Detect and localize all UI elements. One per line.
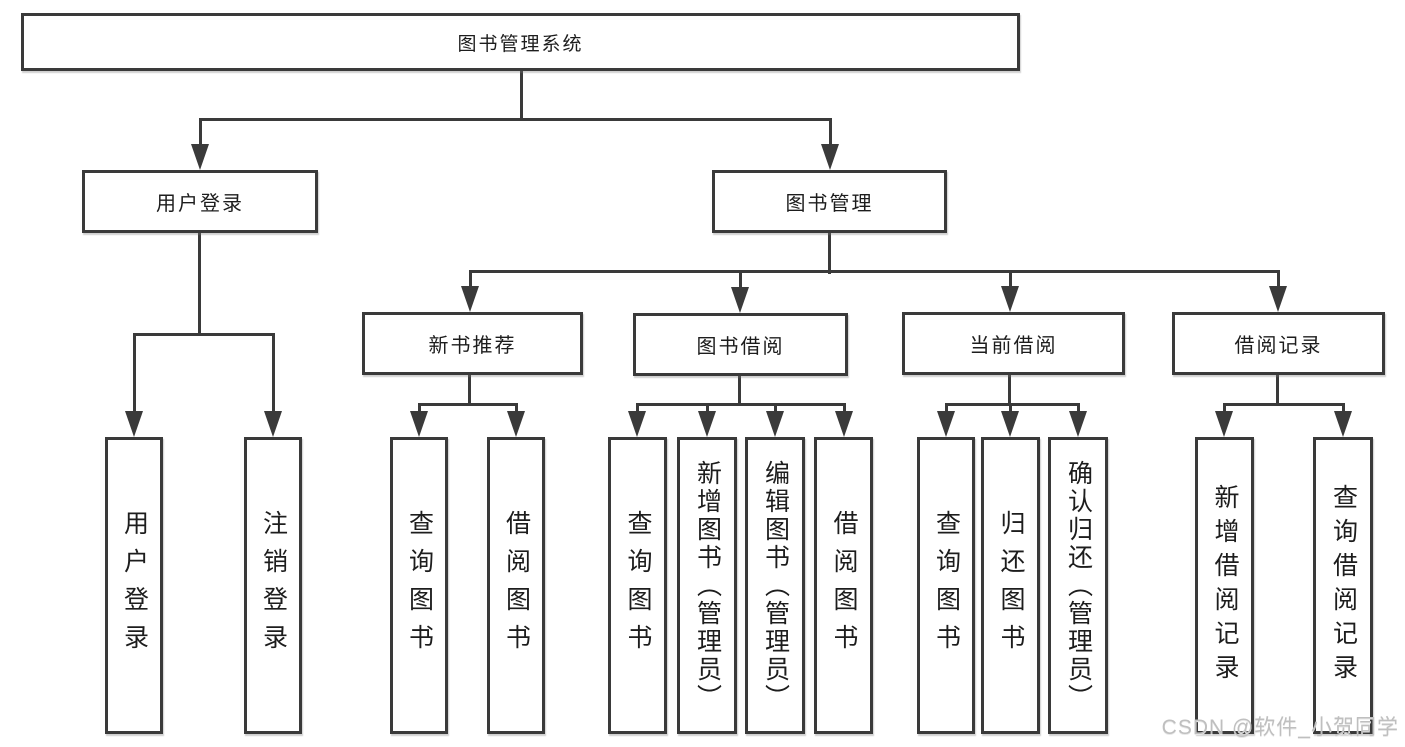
- leaf-current-query-books-label: 查询图书: [932, 509, 961, 662]
- connector-arrow-stem: [198, 119, 202, 146]
- arrow-down-icon: [1334, 411, 1352, 437]
- leaf-recommend-borrow-books: 借阅图书: [487, 437, 545, 734]
- arrow-down-icon: [835, 411, 853, 437]
- node-current-borrowing: 当前借阅: [902, 312, 1125, 375]
- node-new-book-recommend-label: 新书推荐: [428, 335, 517, 357]
- node-user-login: 用户登录: [82, 170, 318, 233]
- connector-vline: [737, 376, 741, 406]
- arrow-down-icon: [410, 411, 428, 437]
- arrow-down-icon: [628, 411, 646, 437]
- node-book-borrowing-label: 图书借阅: [696, 336, 785, 358]
- connector-arrow-stem: [1276, 271, 1280, 288]
- leaf-borrowing-query-books: 查询图书: [608, 437, 667, 734]
- connector-hline: [636, 402, 846, 406]
- arrow-down-icon: [1269, 286, 1287, 312]
- leaf-add-borrow-record-label: 新增借阅记录: [1211, 483, 1239, 688]
- connector-vline: [1275, 375, 1279, 406]
- leaf-edit-books-admin-label: 编辑图书（管理员）: [761, 459, 790, 712]
- connector-arrow-stem: [1008, 404, 1012, 413]
- connector-arrow-stem: [828, 119, 832, 146]
- connector-arrow-stem: [944, 404, 948, 413]
- arrow-down-icon: [1069, 411, 1087, 437]
- leaf-recommend-query-books-label: 查询图书: [405, 509, 434, 662]
- leaf-add-books-admin-label: 新增图书（管理员）: [693, 459, 722, 712]
- node-borrow-records: 借阅记录: [1172, 312, 1385, 375]
- connector-vline: [467, 375, 471, 406]
- node-library-system-label: 图书管理系统: [457, 33, 584, 55]
- connector-arrow-stem: [635, 404, 639, 413]
- arrow-down-icon: [1001, 411, 1019, 437]
- leaf-recommend-borrow-books-label: 借阅图书: [502, 509, 531, 662]
- connector-hline: [418, 402, 518, 406]
- connector-arrow-stem: [738, 271, 742, 289]
- connector-vline: [1007, 375, 1011, 406]
- arrow-down-icon: [125, 411, 143, 437]
- arrow-down-icon: [731, 287, 749, 313]
- node-user-login-label: 用户登录: [156, 193, 244, 215]
- connector-hline: [945, 402, 1080, 406]
- connector-arrow-stem: [1222, 404, 1226, 413]
- node-current-borrowing-label: 当前借阅: [969, 335, 1058, 357]
- node-borrow-records-label: 借阅记录: [1234, 335, 1323, 357]
- leaf-borrowing-borrow-books-label: 借阅图书: [830, 509, 858, 662]
- csdn-watermark: CSDN @软件_小贺同学: [1161, 716, 1399, 739]
- leaf-query-borrow-record-label: 查询借阅记录: [1329, 483, 1358, 688]
- arrow-down-icon: [264, 411, 282, 437]
- arrow-down-icon: [461, 286, 479, 312]
- leaf-recommend-query-books: 查询图书: [390, 437, 448, 734]
- connector-vline: [827, 233, 831, 274]
- leaf-current-query-books: 查询图书: [917, 437, 975, 734]
- node-new-book-recommend: 新书推荐: [362, 312, 583, 375]
- node-library-system: 图书管理系统: [21, 13, 1020, 71]
- leaf-confirm-return-admin-label: 确认归还（管理员）: [1064, 459, 1093, 712]
- leaf-add-books-admin: 新增图书（管理员）: [677, 437, 737, 734]
- node-book-management: 图书管理: [712, 170, 947, 233]
- leaf-query-borrow-record: 查询借阅记录: [1313, 437, 1373, 734]
- leaf-user-login-label: 用户登录: [120, 509, 149, 662]
- connector-arrow-stem: [1008, 271, 1012, 288]
- leaf-logout-label: 注销登录: [259, 509, 288, 662]
- leaf-add-borrow-record: 新增借阅记录: [1195, 437, 1254, 734]
- arrow-down-icon: [191, 144, 209, 170]
- arrow-down-icon: [698, 411, 716, 437]
- arrow-down-icon: [766, 411, 784, 437]
- connector-arrow-stem: [417, 404, 421, 413]
- leaf-edit-books-admin: 编辑图书（管理员）: [745, 437, 805, 734]
- connector-arrow-stem: [514, 404, 518, 413]
- leaf-borrowing-borrow-books: 借阅图书: [814, 437, 873, 734]
- connector-arrow-stem: [1341, 404, 1345, 413]
- connector-hline: [133, 332, 275, 336]
- leaf-return-books-label: 归还图书: [997, 509, 1025, 662]
- connector-hline: [1223, 402, 1345, 406]
- connector-arrow-stem: [1076, 404, 1080, 413]
- connector-vline: [197, 232, 201, 336]
- leaf-return-books: 归还图书: [981, 437, 1040, 734]
- leaf-logout: 注销登录: [244, 437, 302, 734]
- node-book-borrowing: 图书借阅: [633, 313, 848, 376]
- leaf-user-login: 用户登录: [105, 437, 163, 734]
- connector-arrow-stem: [271, 334, 275, 413]
- arrow-down-icon: [1215, 411, 1233, 437]
- connector-arrow-stem: [705, 404, 709, 413]
- connector-arrow-stem: [132, 334, 136, 413]
- connector-arrow-stem: [468, 271, 472, 288]
- connector-arrow-stem: [842, 404, 846, 413]
- leaf-confirm-return-admin: 确认归还（管理员）: [1048, 437, 1108, 734]
- leaf-borrowing-query-books-label: 查询图书: [624, 509, 652, 662]
- arrow-down-icon: [1001, 286, 1019, 312]
- connector-hline: [469, 269, 1280, 273]
- connector-hline: [199, 117, 832, 121]
- node-book-management-label: 图书管理: [785, 193, 874, 215]
- arrow-down-icon: [507, 411, 525, 437]
- arrow-down-icon: [821, 144, 839, 170]
- connector-vline: [519, 70, 523, 121]
- arrow-down-icon: [937, 411, 955, 437]
- connector-arrow-stem: [773, 404, 777, 413]
